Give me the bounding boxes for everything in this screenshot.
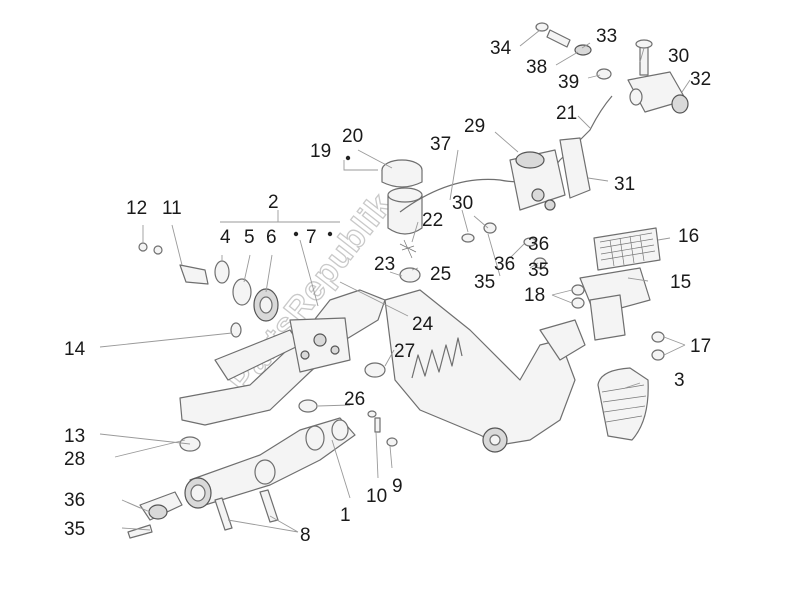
callout-10: 10 <box>366 486 387 507</box>
pipe-fittings <box>535 22 612 80</box>
callout-18: 18 <box>524 285 545 306</box>
master-cylinder <box>184 417 356 531</box>
callout-5: 5 <box>244 227 255 248</box>
callout-31: 31 <box>614 174 635 195</box>
callout-30-b: 30 <box>668 46 689 67</box>
callout-23: 23 <box>374 254 395 275</box>
callout-16: 16 <box>678 226 699 247</box>
callout-39: 39 <box>558 72 579 93</box>
callout-26: 26 <box>344 389 365 410</box>
callout-17: 17 <box>690 336 711 357</box>
return-spring <box>364 337 463 379</box>
callout-21: 21 <box>556 103 577 124</box>
callout-9: 9 <box>392 476 403 497</box>
callout-7: 7 <box>306 227 317 248</box>
callout-36-b: 36 <box>528 234 549 255</box>
bullet-markers <box>293 155 351 237</box>
callout-12: 12 <box>126 198 147 219</box>
seal-stack <box>138 242 279 322</box>
callout-22: 22 <box>422 210 443 231</box>
callout-30-a: 30 <box>452 193 473 214</box>
callout-36-a: 36 <box>494 254 515 275</box>
callout-11: 11 <box>162 198 182 219</box>
callout-38: 38 <box>526 57 547 78</box>
callout-13: 13 <box>64 426 85 447</box>
callout-27: 27 <box>394 341 415 362</box>
callout-15: 15 <box>670 272 691 293</box>
callout-6: 6 <box>266 227 277 248</box>
leader-lines <box>99 29 691 533</box>
callout-35-c: 35 <box>64 519 85 540</box>
callout-14: 14 <box>64 339 86 360</box>
callout-1: 1 <box>340 505 351 526</box>
banjo-fitting <box>127 491 183 539</box>
rubber-boot <box>597 367 649 441</box>
callout-35-b: 35 <box>528 260 549 281</box>
brake-arm <box>179 289 586 453</box>
pedal-pad <box>579 227 661 341</box>
fluid-reservoir <box>381 159 423 283</box>
callout-8: 8 <box>300 525 311 546</box>
callout-labels: 1 2 3 4 5 6 7 8 9 10 11 12 13 14 15 16 1… <box>64 26 711 546</box>
callout-25: 25 <box>430 264 451 285</box>
callout-20: 20 <box>342 126 363 147</box>
callout-35-a: 35 <box>474 272 495 293</box>
callout-33: 33 <box>596 26 617 47</box>
callout-19: 19 <box>310 141 331 162</box>
callout-24: 24 <box>412 314 434 335</box>
callout-34: 34 <box>490 38 512 59</box>
callout-32: 32 <box>690 69 711 90</box>
callout-3: 3 <box>674 370 685 391</box>
valve-block <box>509 137 591 211</box>
callout-4: 4 <box>220 227 231 248</box>
callout-2: 2 <box>268 192 279 213</box>
callout-36-c: 36 <box>64 490 85 511</box>
distributor <box>627 39 689 114</box>
callout-28: 28 <box>64 449 85 470</box>
parts-illustration <box>127 22 689 539</box>
callout-29: 29 <box>464 116 485 137</box>
callout-37: 37 <box>430 134 451 155</box>
